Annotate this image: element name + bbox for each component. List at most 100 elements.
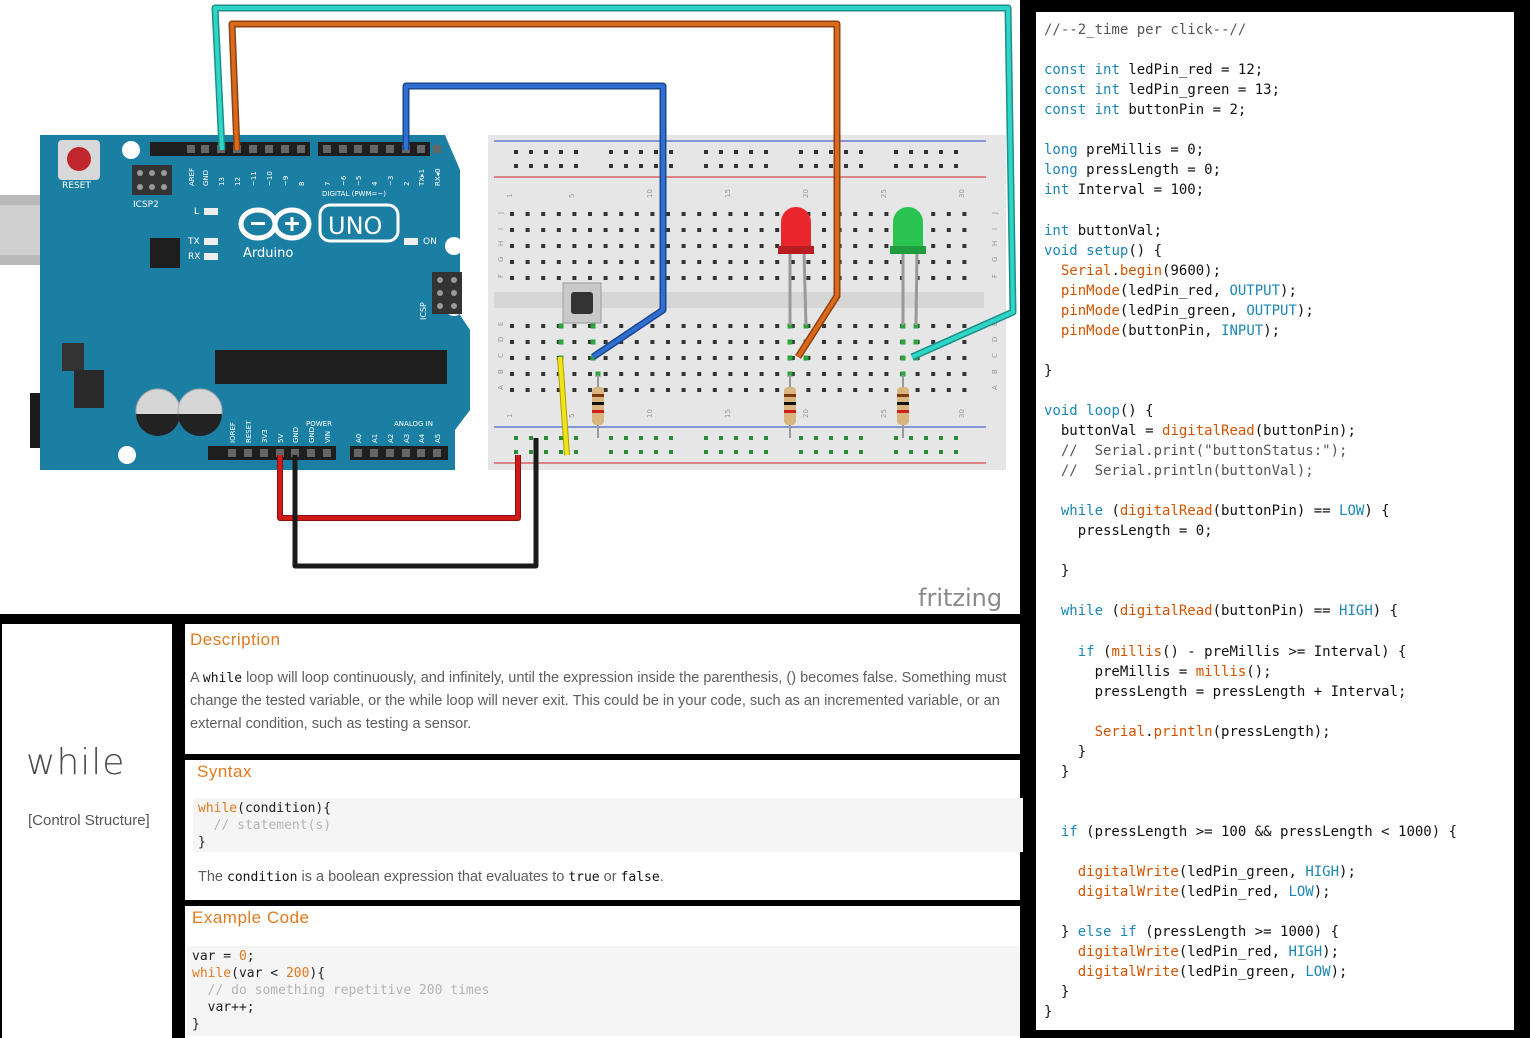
connected-hole	[803, 355, 809, 361]
breadboard-hole	[634, 276, 639, 280]
breadboard-hole	[868, 324, 873, 328]
rail-hole	[859, 450, 863, 454]
breadboard-hole	[868, 228, 873, 232]
rail-hole	[909, 436, 913, 440]
breadboard-hole	[510, 340, 514, 344]
breadboard-hole	[868, 260, 873, 264]
code-line: while (digitalRead(buttonPin) == HIGH) {	[1060, 603, 1399, 620]
breadboard-hole	[681, 260, 686, 264]
breadboard-hole	[588, 324, 592, 328]
breadboard-hole	[915, 388, 920, 392]
page-title: while	[26, 742, 126, 783]
breadboard-hole	[884, 260, 889, 264]
breadboard-hole	[572, 212, 577, 216]
breadboard-hole	[572, 228, 577, 232]
breadboard-column-number: 25	[880, 409, 888, 418]
header-pin	[265, 145, 273, 153]
mount-hole	[445, 237, 463, 255]
breadboard-column-number: 20	[802, 189, 810, 198]
breadboard-hole	[541, 324, 546, 328]
breadboard-hole	[619, 356, 624, 360]
breadboard-hole	[619, 324, 624, 328]
breadboard-hole	[603, 260, 608, 264]
breadboard-hole	[806, 260, 811, 264]
breadboard-hole	[868, 372, 873, 376]
breadboard-hole	[588, 372, 592, 376]
breadboard-hole	[744, 228, 748, 232]
reset-label: RESET	[62, 181, 91, 191]
code-line: preMillis = millis();	[1044, 663, 1272, 680]
breadboard-hole	[775, 388, 780, 392]
breadboard-hole	[697, 276, 702, 280]
connected-hole	[590, 323, 596, 329]
resistor	[592, 375, 604, 438]
rail-hole	[829, 150, 833, 154]
l-label: L	[194, 207, 199, 217]
code-line: // Serial.println(buttonVal);	[1044, 463, 1314, 480]
description-text-a: A	[190, 670, 203, 686]
breadboard-hole	[666, 228, 670, 232]
breadboard-column-number: 1	[506, 414, 514, 418]
rail-hole	[639, 436, 643, 440]
breadboard-hole	[775, 276, 780, 280]
breadboard-hole	[650, 276, 655, 280]
breadboard-hole	[541, 212, 546, 216]
rail-hole	[514, 150, 518, 154]
pin-label: ~5	[355, 176, 363, 186]
example-box: Example Code var = 0; while(var < 200){ …	[185, 906, 1020, 1038]
breadboard-hole	[556, 212, 561, 216]
breadboard-hole	[775, 212, 780, 216]
breadboard-hole	[556, 260, 561, 264]
code-editor[interactable]: //--2_time per click--//const int ledPin…	[1036, 12, 1514, 1030]
rail-hole	[844, 436, 848, 440]
connected-hole	[590, 355, 596, 361]
breadboard-column-number: 5	[568, 414, 576, 418]
rail-hole	[924, 436, 928, 440]
breadboard-hole	[619, 244, 624, 248]
breadboard-hole	[868, 212, 873, 216]
breadboard-hole	[634, 212, 639, 216]
code-line: pressLength = 0;	[1044, 523, 1213, 540]
breadboard-column-number: 20	[802, 409, 810, 418]
breadboard-hole	[681, 372, 686, 376]
breadboard-hole	[510, 244, 514, 248]
breadboard-hole	[931, 388, 936, 392]
breadboard-hole	[853, 340, 858, 344]
rail-hole	[814, 436, 818, 440]
breadboard-hole	[759, 276, 764, 280]
breadboard-hole	[884, 324, 889, 328]
rail-hole	[559, 150, 563, 154]
breadboard-column-number: 10	[646, 409, 654, 418]
breadboard-hole	[510, 228, 514, 232]
icsp-header	[432, 272, 462, 314]
breadboard-hole	[931, 228, 936, 232]
pin-label: A5	[434, 434, 442, 443]
breadboard-hole	[946, 356, 951, 360]
breadboard-hole	[681, 324, 686, 328]
code-line: digitalWrite(ledPin_green, LOW);	[1077, 964, 1348, 981]
breadboard-hole	[525, 260, 530, 264]
example-l5: }	[192, 1017, 200, 1032]
rail-hole	[609, 164, 613, 168]
pin-label: RESET	[245, 420, 253, 443]
header-pin	[370, 145, 378, 153]
breadboard-hole	[588, 340, 592, 344]
description-heading: Description	[190, 630, 281, 649]
pin-label: GND	[308, 427, 316, 443]
breadboard-hole	[837, 340, 842, 344]
code-line: const int ledPin_red = 12;	[1044, 62, 1264, 79]
description-text-b: loop will loop continuously, and infinit…	[190, 670, 1007, 732]
rail-hole	[669, 436, 673, 440]
code-line: if (millis() - preMillis >= Interval) {	[1077, 643, 1407, 660]
breadboard-column-number: 15	[724, 189, 732, 198]
breadboard-hole	[603, 372, 608, 376]
code-line: }	[1044, 743, 1087, 760]
rail-hole	[639, 450, 643, 454]
pin-label: GND	[202, 170, 210, 186]
breadboard-hole	[853, 372, 858, 376]
breadboard-hole	[619, 228, 624, 232]
pin-label: VIN	[324, 431, 332, 443]
breadboard-hole	[712, 388, 717, 392]
rail-hole	[559, 450, 563, 454]
